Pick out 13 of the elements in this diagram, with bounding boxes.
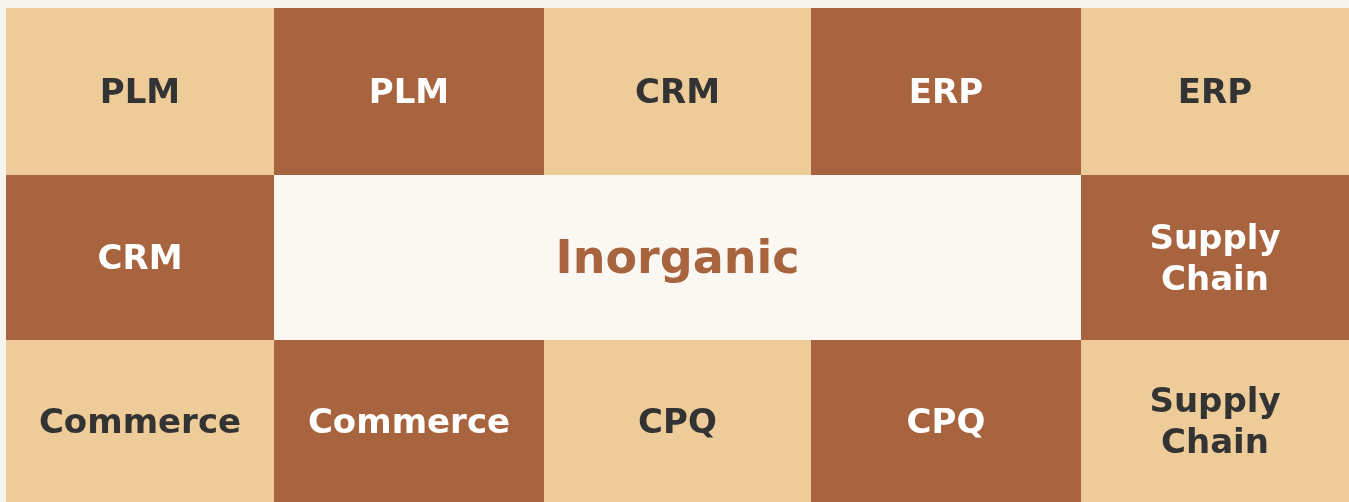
category-tile: ERP [811, 8, 1081, 175]
category-tile: PLM [6, 8, 274, 175]
category-tile: Supply Chain [1081, 340, 1349, 502]
category-tile: Supply Chain [1081, 175, 1349, 340]
category-tile: CRM [544, 8, 811, 175]
category-tile: ERP [1081, 8, 1349, 175]
category-tile: CRM [6, 175, 274, 340]
category-tile: CPQ [811, 340, 1081, 502]
category-tile: CPQ [544, 340, 811, 502]
category-tile: PLM [274, 8, 544, 175]
category-tile: Commerce [6, 340, 274, 502]
category-tile: Commerce [274, 340, 544, 502]
center-tile: Inorganic [274, 175, 1081, 340]
